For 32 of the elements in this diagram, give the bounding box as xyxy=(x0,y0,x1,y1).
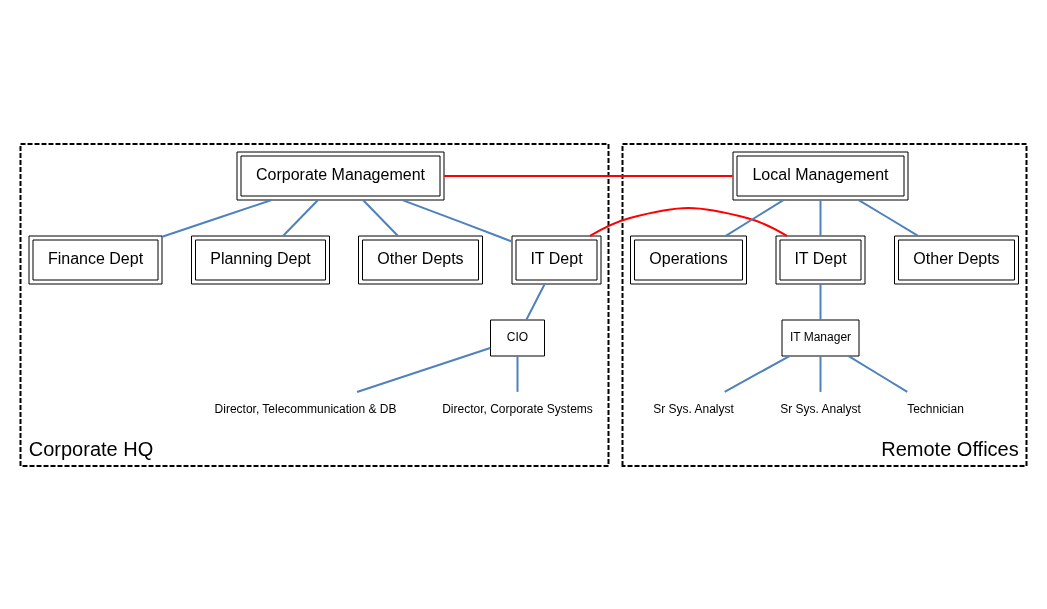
node-box: CIO xyxy=(490,319,545,356)
node-text: Technician xyxy=(907,401,964,416)
connector xyxy=(723,354,791,393)
node-box: Planning Dept xyxy=(191,235,330,284)
node-box: IT Dept xyxy=(511,235,602,284)
connector xyxy=(401,198,513,242)
node-box: IT Dept xyxy=(775,235,866,284)
node-box: Other Depts xyxy=(358,235,483,284)
node-box: Local Management xyxy=(732,151,909,200)
node-box: Corporate Management xyxy=(236,151,445,200)
node-text: Director, Telecommunication & DB xyxy=(214,401,397,416)
connector xyxy=(819,354,822,393)
connector xyxy=(819,198,822,237)
connector xyxy=(443,174,734,177)
connector xyxy=(847,354,909,393)
connector xyxy=(819,282,822,321)
connector xyxy=(516,354,519,393)
node-box: Finance Dept xyxy=(28,235,163,284)
connector xyxy=(857,198,920,237)
node-box: IT Manager xyxy=(781,319,860,356)
node-text: Sr Sys. Analyst xyxy=(653,401,734,416)
node-box: Other Depts xyxy=(894,235,1019,284)
connector xyxy=(356,346,492,393)
node-box: Operations xyxy=(630,235,747,284)
connector xyxy=(161,198,273,238)
node-text: Sr Sys. Analyst xyxy=(780,401,861,416)
connector xyxy=(589,206,788,237)
connector xyxy=(282,198,319,237)
connector xyxy=(724,198,785,237)
connector xyxy=(525,282,546,321)
connector xyxy=(362,198,399,237)
node-text: Director, Corporate Systems xyxy=(442,401,593,416)
